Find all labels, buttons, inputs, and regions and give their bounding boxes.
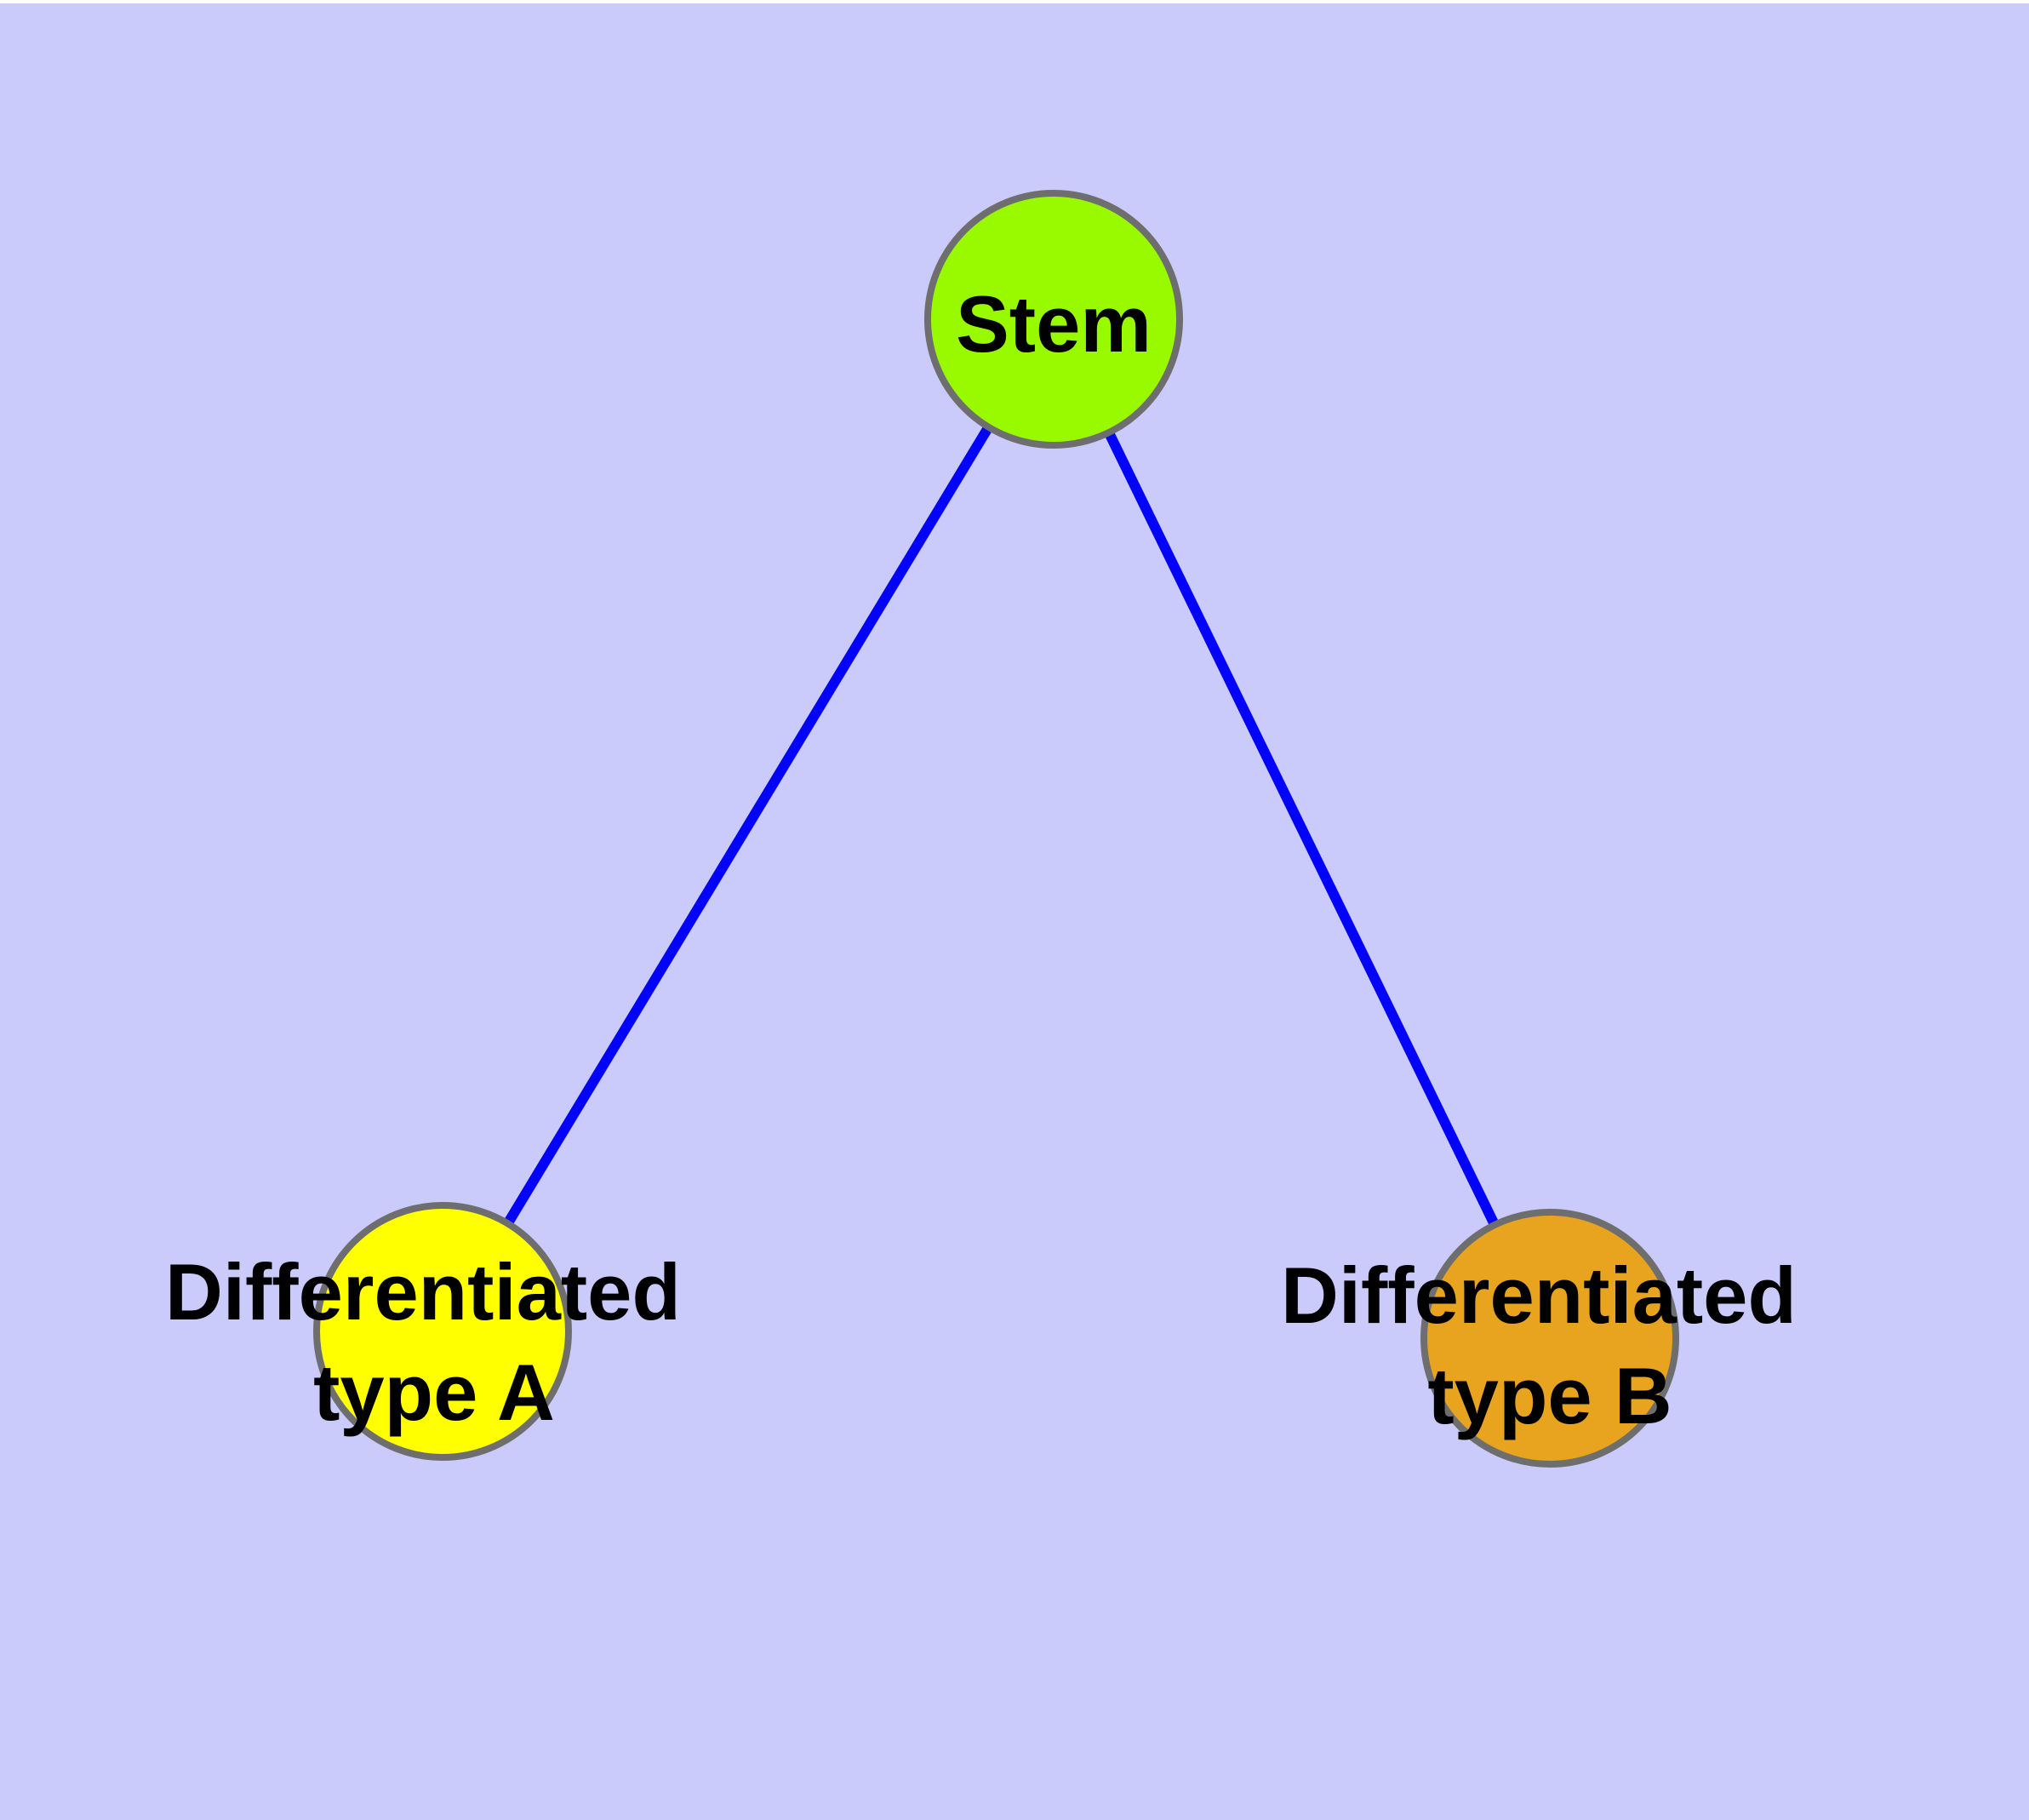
node-type-b-label-line1: Differentiated: [1281, 1251, 1797, 1340]
node-type-a-label: Differentiated type A: [165, 1247, 703, 1437]
node-type-b-label-line2: type B: [1427, 1351, 1672, 1440]
node-type-a-label-line2: type A: [313, 1348, 555, 1437]
node-type-b-label: Differentiated type B: [1281, 1251, 1819, 1440]
top-margin-strip: [0, 0, 2029, 3]
edge-stem-to-type-b: [1049, 314, 1555, 1343]
edge-stem-to-type-a: [437, 314, 1059, 1336]
node-type-b[interactable]: [1420, 1209, 1679, 1468]
node-stem[interactable]: [924, 190, 1183, 449]
node-type-a[interactable]: [313, 1202, 572, 1461]
node-type-a-label-line1: Differentiated: [165, 1247, 681, 1336]
node-stem-label: Stem: [956, 279, 1152, 369]
